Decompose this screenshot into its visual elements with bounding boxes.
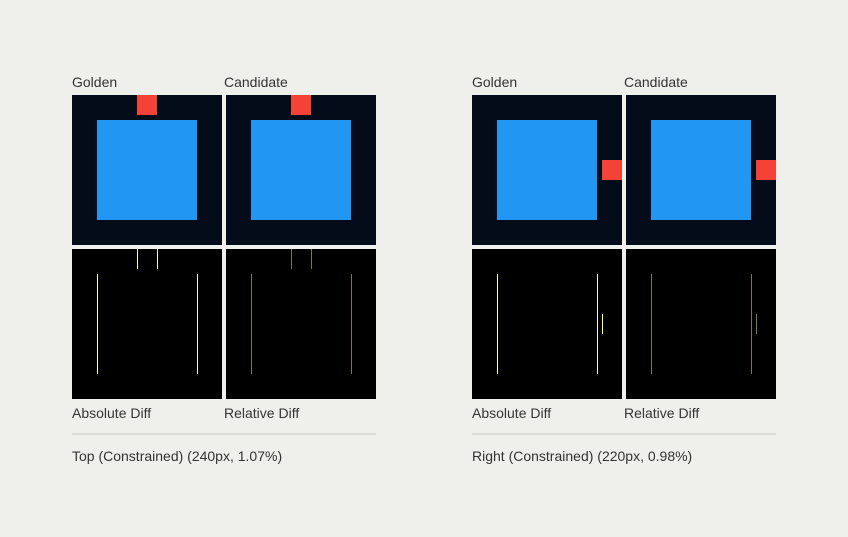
blue-box bbox=[497, 120, 597, 220]
diff-line bbox=[291, 249, 292, 269]
absolute-diff-image bbox=[472, 249, 622, 399]
diff-labels: Absolute Diff Relative Diff bbox=[72, 399, 376, 433]
render-row bbox=[72, 95, 376, 245]
candidate-image bbox=[626, 95, 776, 245]
golden-label: Golden bbox=[472, 74, 518, 90]
diff-line bbox=[251, 274, 252, 374]
candidate-label: Candidate bbox=[624, 74, 688, 90]
diff-line bbox=[597, 274, 598, 374]
absolute-diff-label: Absolute Diff bbox=[72, 405, 152, 421]
relative-diff-label: Relative Diff bbox=[624, 405, 700, 421]
relative-diff-image bbox=[226, 249, 376, 399]
comparison-caption: Top (Constrained) (240px, 1.07%) bbox=[72, 448, 283, 464]
render-row bbox=[472, 95, 776, 245]
candidate-label: Candidate bbox=[224, 74, 288, 90]
comparison-right: Golden Candidate Absolute Diff Relative … bbox=[472, 72, 776, 465]
diff-labels: Absolute Diff Relative Diff bbox=[472, 399, 776, 433]
red-marker bbox=[137, 95, 157, 115]
diff-line bbox=[756, 314, 757, 334]
blue-box bbox=[651, 120, 751, 220]
diff-line bbox=[197, 274, 198, 374]
golden-image bbox=[72, 95, 222, 245]
diff-line bbox=[497, 274, 498, 374]
diff-line bbox=[137, 249, 138, 269]
header-labels: Golden Candidate bbox=[472, 72, 776, 95]
candidate-image bbox=[226, 95, 376, 245]
diff-line bbox=[751, 274, 752, 374]
diff-line bbox=[351, 274, 352, 374]
blue-box bbox=[251, 120, 351, 220]
absolute-diff-image bbox=[72, 249, 222, 399]
header-labels: Golden Candidate bbox=[72, 72, 376, 95]
red-marker bbox=[291, 95, 311, 115]
divider bbox=[72, 433, 376, 435]
diff-line bbox=[311, 249, 312, 269]
comparison-caption: Right (Constrained) (220px, 0.98%) bbox=[472, 448, 693, 464]
comparison-top: Golden Candidate Absolute Diff Relative … bbox=[72, 72, 376, 465]
relative-diff-label: Relative Diff bbox=[224, 405, 300, 421]
divider bbox=[472, 433, 776, 435]
diff-line bbox=[97, 274, 98, 374]
red-marker bbox=[602, 160, 622, 180]
diff-row bbox=[472, 249, 776, 399]
golden-image bbox=[472, 95, 622, 245]
absolute-diff-label: Absolute Diff bbox=[472, 405, 552, 421]
relative-diff-image bbox=[626, 249, 776, 399]
red-marker bbox=[756, 160, 776, 180]
golden-label: Golden bbox=[72, 74, 118, 90]
blue-box bbox=[97, 120, 197, 220]
diff-line bbox=[651, 274, 652, 374]
diff-row bbox=[72, 249, 376, 399]
diff-line bbox=[602, 314, 603, 334]
diff-line bbox=[157, 249, 158, 269]
